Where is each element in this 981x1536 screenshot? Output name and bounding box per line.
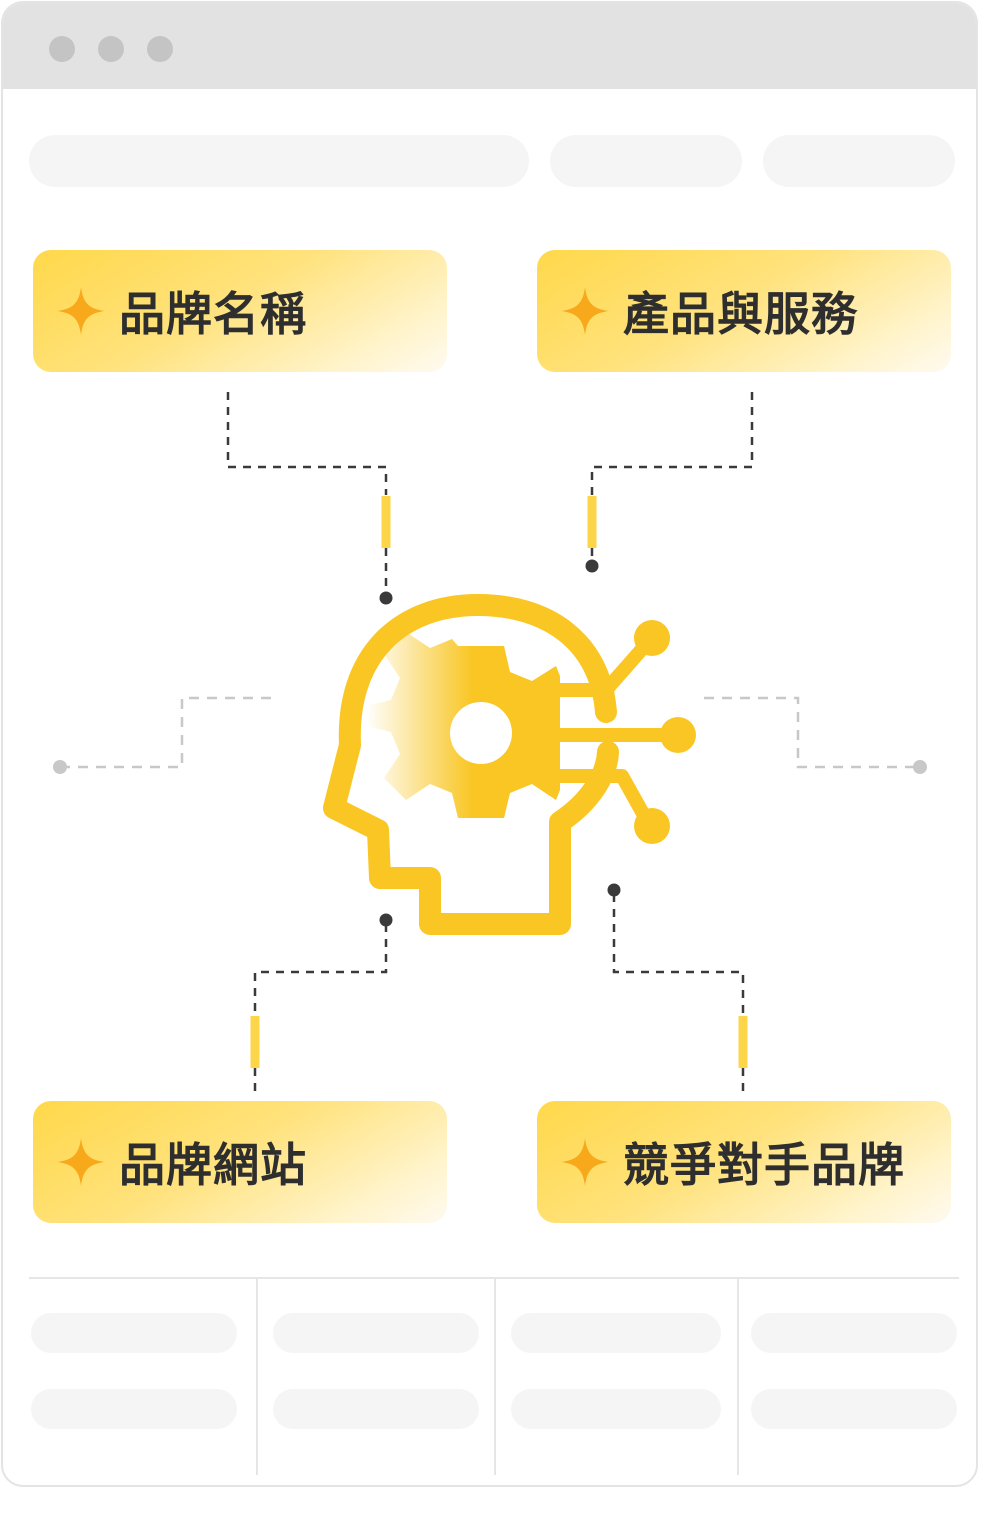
window-control-maximize[interactable] [147,36,173,62]
connector-products-services [590,392,754,562]
skeleton-table-cell [31,1313,237,1353]
side-connector-dots [53,760,927,774]
connector-lines [226,392,754,1096]
connector-dot [913,760,927,774]
window-control-minimize[interactable] [98,36,124,62]
skeleton-table-column-divider [256,1279,258,1475]
skeleton-table-divider [29,1277,959,1279]
skeleton-table-cell [273,1313,479,1353]
card-competitor-brands[interactable]: 競爭對手品牌 [537,1101,951,1223]
side-connector-right [704,696,920,769]
skeleton-table-column-divider [494,1279,496,1475]
ai-head-gear-icon [323,594,696,935]
connector-dot [585,559,599,573]
skeleton-pill-1 [550,135,742,187]
skeleton-table-cell [751,1313,957,1353]
card-products-services[interactable]: 產品與服務 [537,250,951,372]
connector-dot [53,760,67,774]
connector-competitor-brands [612,894,745,1096]
skeleton-table-cell [511,1313,721,1353]
connector-accents [250,496,748,1068]
side-connectors [60,696,920,769]
sparkle-icon [561,287,609,335]
card-brand-website[interactable]: 品牌網站 [33,1101,447,1223]
connector-brand-name [226,392,388,592]
gear-icon [366,632,560,818]
skeleton-table-cell [31,1389,237,1429]
skeleton-table-cell [273,1389,479,1429]
window-control-close[interactable] [49,36,75,62]
connector-dots [379,559,621,927]
window-titlebar [3,3,976,89]
connector-dot [379,913,393,927]
skeleton-table-cell [511,1389,721,1429]
skeleton-pill-2 [763,135,955,187]
skeleton-table-cell [751,1389,957,1429]
connector-dot [379,591,393,605]
card-label: 品牌網站 [119,1138,307,1192]
card-label: 品牌名稱 [119,287,307,341]
connector-brand-website [253,924,388,1096]
sparkle-icon [57,287,105,335]
side-connector-left [60,696,278,769]
card-label: 競爭對手品牌 [623,1138,905,1192]
skeleton-search-bar [29,135,529,187]
connector-dot [607,883,621,897]
card-brand-name[interactable]: 品牌名稱 [33,250,447,372]
browser-window [1,1,978,1487]
sparkle-icon [561,1138,609,1186]
skeleton-table-column-divider [737,1279,739,1475]
card-label: 產品與服務 [623,287,858,341]
sparkle-icon [57,1138,105,1186]
